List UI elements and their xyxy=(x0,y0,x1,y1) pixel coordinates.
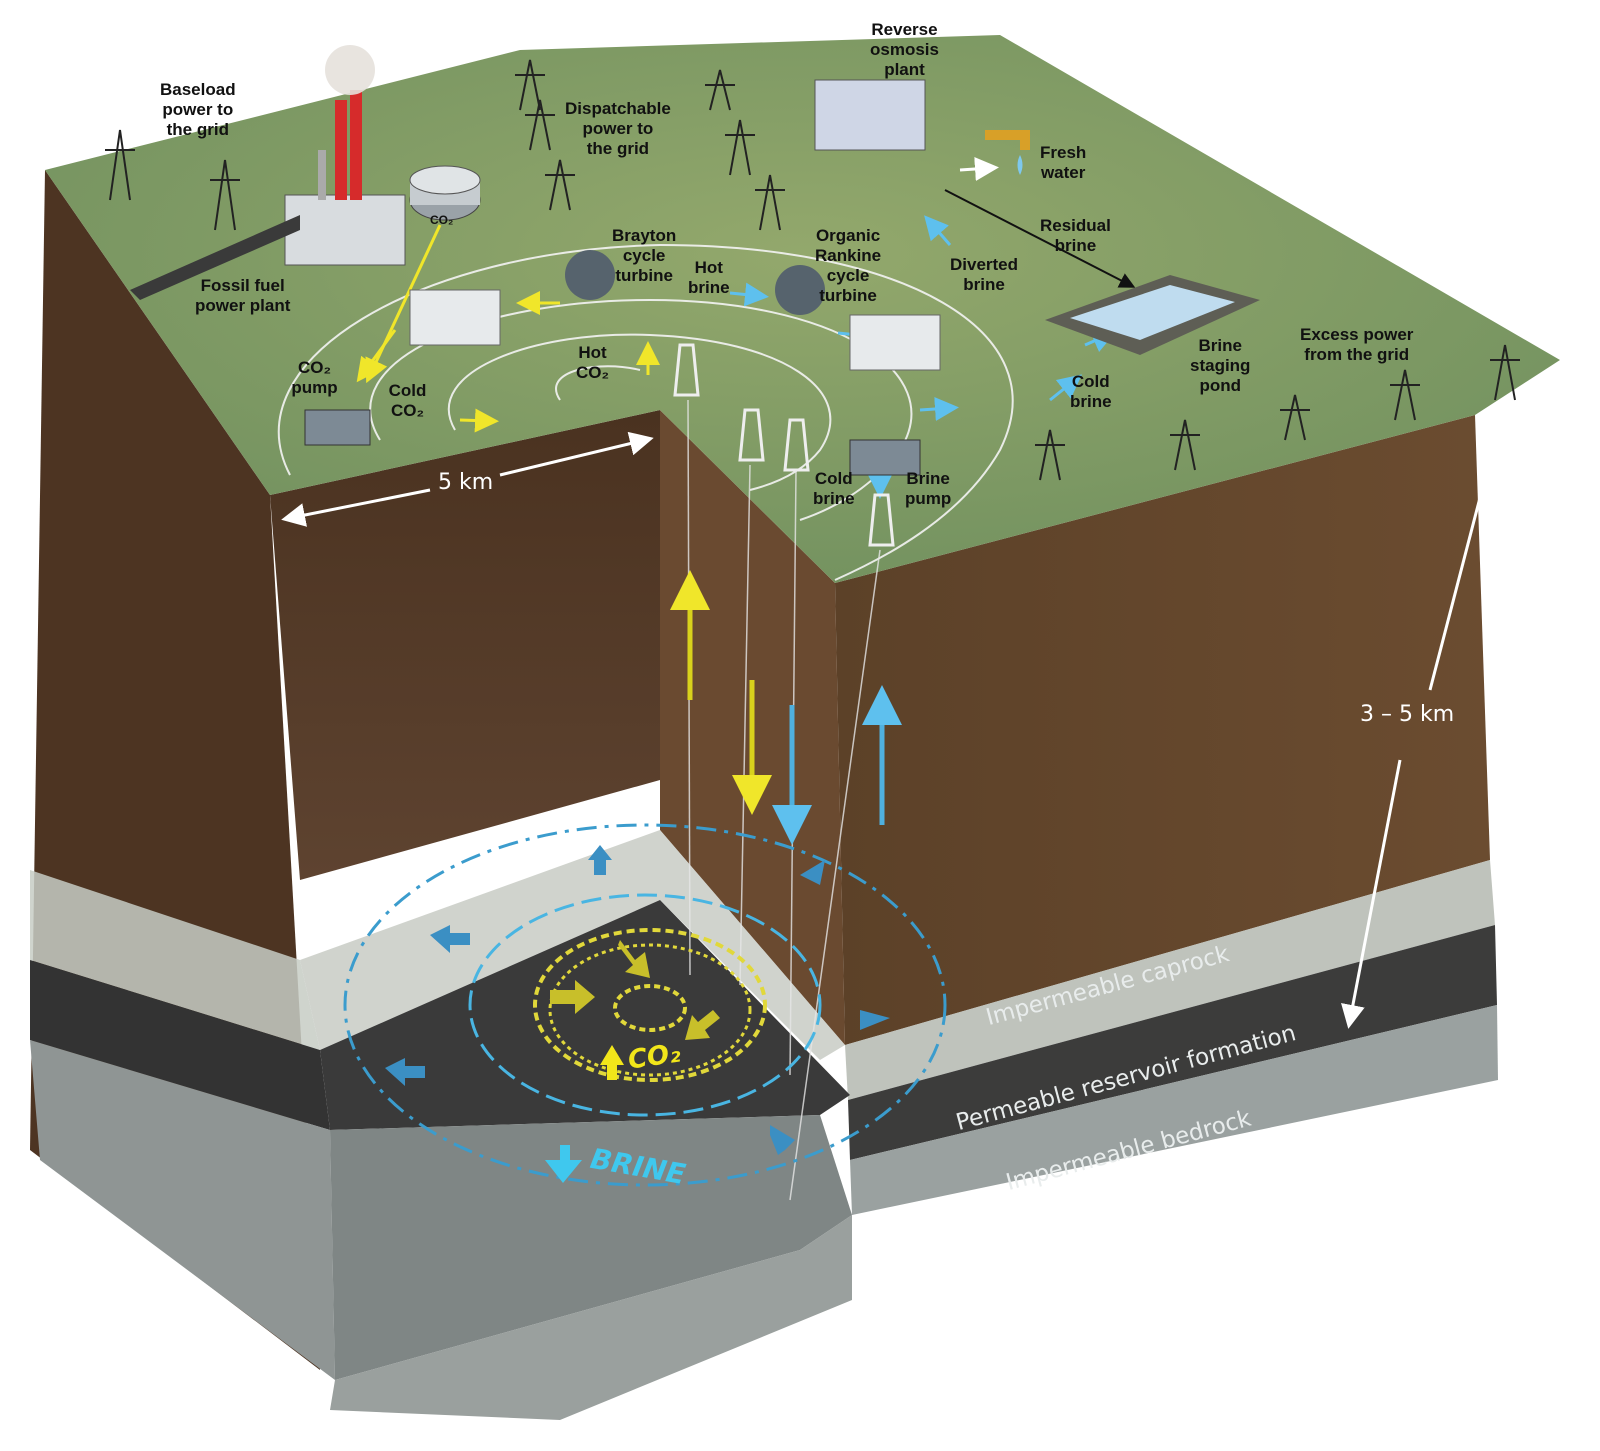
co2-up-arrow xyxy=(600,1045,624,1080)
dimension-depth: 3 – 5 km xyxy=(1360,702,1455,727)
power-pylons xyxy=(105,59,1520,481)
front-face xyxy=(30,170,852,1420)
label-cold-co2: Cold CO₂ xyxy=(388,381,427,420)
label-co2-tank: CO₂ xyxy=(430,213,454,227)
right-face xyxy=(835,415,1498,1215)
reservoir-flow-arrows xyxy=(385,845,890,1155)
label-co2-pump: CO₂ pump xyxy=(291,358,338,397)
dimension-arrows xyxy=(281,431,1503,1029)
surface-flow-arrows xyxy=(356,157,1136,499)
brine-down-arrow xyxy=(545,1145,582,1183)
dimension-width: 5 km xyxy=(438,470,494,495)
label-hot-co2: Hot CO₂ xyxy=(575,343,610,382)
facilities xyxy=(130,45,1260,547)
vertical-flow-arrows xyxy=(670,570,902,845)
reservoir-rings xyxy=(343,823,947,1187)
